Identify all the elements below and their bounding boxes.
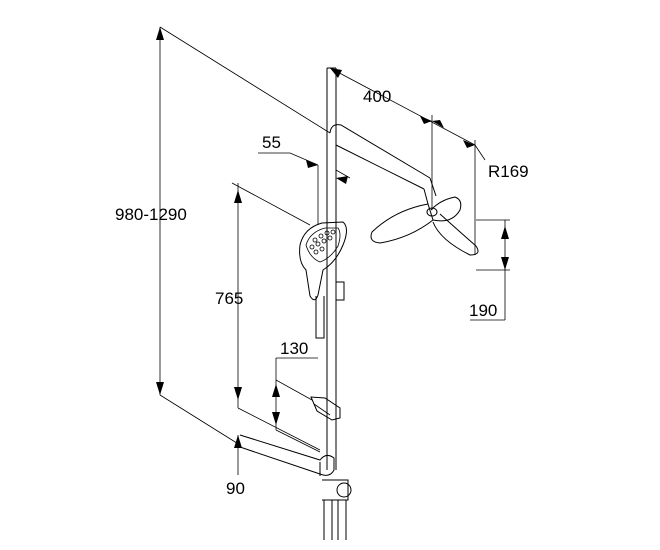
dimension-total-height: 980-1290 (115, 26, 331, 446)
label-soap-dish: 130 (280, 339, 308, 358)
overhead-arm (329, 124, 437, 205)
dimension-soap-dish: 130 (272, 339, 321, 453)
soap-dish (310, 396, 341, 421)
label-radius: R169 (488, 162, 529, 181)
shower-rail (326, 67, 337, 470)
label-overhead-drop: 190 (469, 301, 497, 320)
dimension-radius: R169 (474, 144, 529, 181)
mixer-outlet (239, 434, 352, 540)
overhead-shower-head (370, 196, 479, 256)
dimension-handshower-width: 55 (258, 133, 351, 225)
label-arm-length: 400 (363, 87, 391, 106)
label-handshower-width: 55 (262, 133, 281, 152)
dimension-outlet-offset: 90 (226, 435, 245, 498)
dimension-overhead-drop: 190 (469, 219, 510, 321)
label-outlet-offset: 90 (226, 479, 245, 498)
label-handshower-height: 765 (215, 289, 243, 308)
dimension-handshower-height: 765 (215, 182, 321, 451)
label-total-height: 980-1290 (115, 205, 187, 224)
hand-shower (299, 221, 347, 339)
dimension-arm-length: 400 (329, 67, 476, 255)
